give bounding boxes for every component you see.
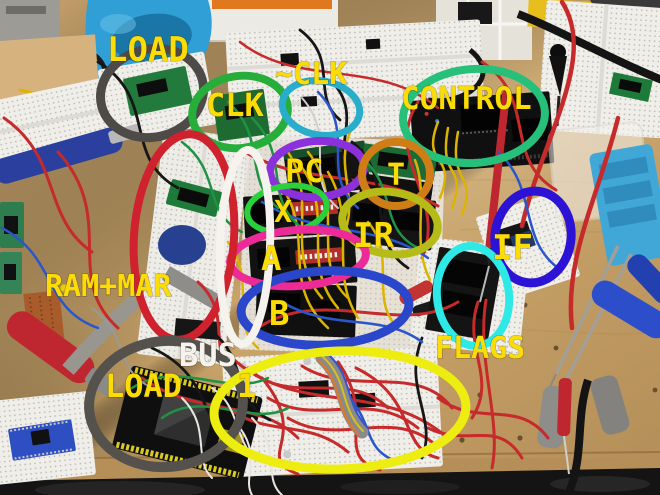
annotation-label-load-top: LOAD bbox=[107, 30, 189, 70]
annotation-circle-control bbox=[399, 64, 549, 168]
yellow-led bbox=[59, 283, 69, 293]
annotation-label-x: X bbox=[274, 195, 292, 230]
annotation-label-control: CONTROL bbox=[401, 81, 532, 117]
annotation-circle-flags bbox=[432, 242, 514, 350]
annotation-circle-one bbox=[209, 346, 471, 474]
annotation-circle-ir bbox=[338, 187, 442, 259]
gray-ribbon-cable bbox=[62, 294, 142, 375]
black-cable-bottom-right bbox=[564, 378, 592, 495]
annotation-circle-not-clk bbox=[278, 77, 364, 139]
annotation-label-flags: FLAGS bbox=[435, 331, 525, 366]
annotation-label-ir: IR bbox=[353, 216, 394, 256]
annotation-circle-t bbox=[358, 138, 434, 210]
annotation-circle-b bbox=[236, 266, 414, 350]
annotation-circle-bus bbox=[215, 146, 275, 348]
screwdriver-handle-blue-1 bbox=[591, 280, 660, 339]
annotation-label-b: B bbox=[269, 294, 289, 334]
annotation-label-pc: PC bbox=[285, 152, 324, 190]
annotation-circle-load-top bbox=[95, 43, 209, 143]
ram-breadboard-components bbox=[158, 179, 223, 340]
screwdriver-handle-blue-2 bbox=[627, 254, 660, 304]
rainbow-ribbon-cable bbox=[315, 351, 369, 439]
annotation-label-if: IF bbox=[492, 228, 533, 268]
annotation-label-ram-mar: RAM+MAR bbox=[45, 269, 172, 304]
annotation-label-not-clk: ~CLK bbox=[275, 57, 347, 92]
probe-handles-bottom-right bbox=[537, 375, 630, 475]
pcb-load-top-green bbox=[123, 66, 193, 116]
blue-tool-box bbox=[589, 144, 660, 266]
annotation-label-one: 1 bbox=[237, 367, 256, 405]
annotation-label-load-bottom: LOAD bbox=[105, 367, 182, 405]
orange-ruler bbox=[212, 0, 332, 9]
annotation-label-t: T bbox=[387, 158, 405, 193]
annotations: LOAD CLK ~CLK CONTROL PC T X IR A B IF R… bbox=[44, 29, 576, 474]
annotation-circle-if bbox=[490, 186, 576, 288]
black-cable-top-right bbox=[516, 10, 660, 84]
annotation-label-a: A bbox=[261, 239, 281, 279]
annotation-circle-load-bottom bbox=[84, 335, 248, 473]
arduino-nano bbox=[8, 419, 76, 461]
annotation-label-clk: CLK bbox=[206, 86, 265, 124]
annotation-label-bus: BUS bbox=[179, 336, 237, 374]
